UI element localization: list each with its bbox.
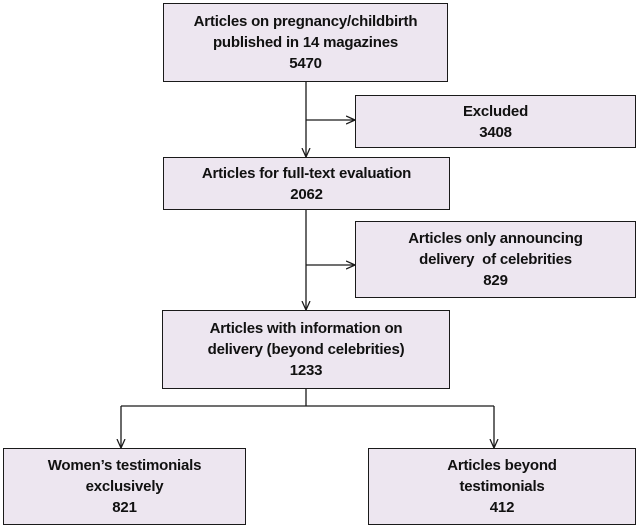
box-delivery-line-1: Articles with information on bbox=[209, 320, 403, 337]
box-testimonials-line-2: exclusively bbox=[85, 478, 164, 495]
box-excluded-count: 3408 bbox=[479, 123, 512, 141]
box-source-count: 5470 bbox=[289, 55, 322, 72]
box-celebrity-line-1: Articles only announcing bbox=[408, 230, 583, 247]
box-womens-testimonials: Women’s testimonials exclusively 821 bbox=[3, 448, 246, 525]
box-beyond-line-2: testimonials bbox=[459, 478, 545, 495]
box-full-text-label: Articles for full-text evaluation bbox=[201, 164, 412, 182]
box-delivery-information: Articles with information on delivery (b… bbox=[162, 310, 450, 389]
box-source-line-2: published in 14 magazines bbox=[212, 34, 399, 51]
box-beyond-count: 412 bbox=[489, 499, 515, 516]
box-testimonials-count: 821 bbox=[112, 499, 137, 516]
box-delivery-line-2: delivery (beyond celebrities) bbox=[207, 341, 405, 358]
box-celebrity-count: 829 bbox=[483, 272, 508, 289]
box-source-articles: Articles on pregnancy/childbirth publish… bbox=[163, 3, 448, 82]
box-celebrity-announcements: Articles only announcing delivery of cel… bbox=[355, 221, 636, 298]
box-testimonials-line-1: Women’s testimonials bbox=[47, 457, 202, 474]
box-beyond-line-1: Articles beyond bbox=[447, 457, 557, 474]
box-celebrity-line-2: delivery of celebrities bbox=[419, 251, 572, 268]
box-delivery-count: 1233 bbox=[289, 362, 323, 379]
box-beyond-testimonials: Articles beyond testimonials 412 bbox=[368, 448, 636, 525]
box-source-line-1: Articles on pregnancy/childbirth bbox=[193, 13, 418, 30]
box-full-text-evaluation: Articles for full-text evaluation 2062 bbox=[163, 157, 450, 210]
box-excluded: Excluded 3408 bbox=[355, 95, 636, 148]
box-full-text-count: 2062 bbox=[290, 185, 323, 203]
box-excluded-label: Excluded bbox=[462, 102, 529, 120]
